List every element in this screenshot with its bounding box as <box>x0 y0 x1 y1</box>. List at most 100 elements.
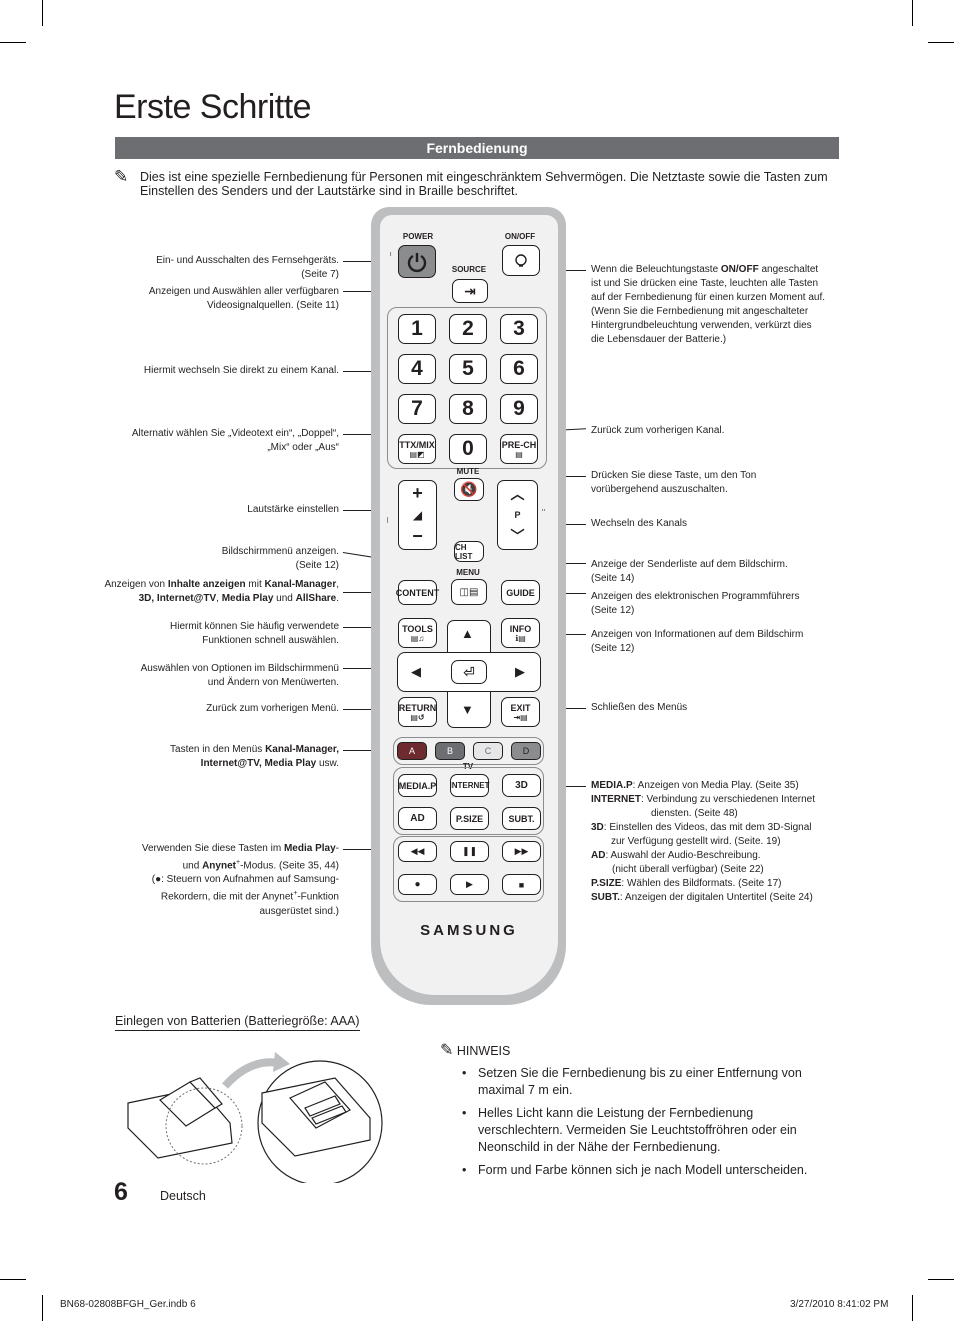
exit-button[interactable]: EXIT⇥▤ <box>501 697 540 727</box>
onoff-button[interactable] <box>502 245 540 276</box>
number-pad-frame <box>387 307 547 469</box>
channel-down-icon: ﹀ <box>510 528 525 544</box>
digit-4-button[interactable]: 4 <box>398 354 436 384</box>
label-content: Anzeigen von Inhalte anzeigen mit Kanal-… <box>104 579 339 604</box>
pause-button[interactable]: ❚❚ <box>450 841 489 862</box>
digit-8-button[interactable]: 8 <box>449 394 487 424</box>
pause-icon: ❚❚ <box>461 846 478 856</box>
channel-rocker[interactable]: ︿ P ﹀ <box>497 480 538 550</box>
digit-7-button[interactable]: 7 <box>398 394 436 424</box>
play-icon: ▶ <box>466 879 473 889</box>
page-language: Deutsch <box>160 1189 206 1203</box>
prech-button[interactable]: PRE-CH▤ <box>500 434 538 464</box>
label-function-keys: MEDIA.P: Anzeigen von Media Play. (Seite… <box>591 780 816 903</box>
record-button[interactable]: ● <box>398 874 437 895</box>
return-button[interactable]: RETURN▤↺ <box>398 697 437 727</box>
dpad-left-button[interactable]: ◀ <box>411 664 421 680</box>
digit-3-button[interactable]: 3 <box>500 314 538 344</box>
menu-icon: ◫▤ <box>459 586 479 598</box>
footer-file: BN68-02808BFGH_Ger.indb 6 <box>60 1299 196 1310</box>
crop-mark <box>912 0 913 26</box>
channel-label: P <box>514 510 521 520</box>
rewind-icon: ◀◀ <box>410 846 425 856</box>
fast-forward-icon: ▶▶ <box>514 846 529 856</box>
braille-dots: ⠃ <box>389 253 395 260</box>
color-key-d[interactable]: D <box>511 742 541 760</box>
source-label: SOURCE <box>451 265 487 274</box>
return-icon: ▤↺ <box>410 712 425 722</box>
internet-button[interactable]: INTERNET <box>450 774 490 797</box>
digit-2-button[interactable]: 2 <box>449 314 487 344</box>
crop-mark <box>912 1295 913 1321</box>
digit-0-button[interactable]: 0 <box>449 434 487 464</box>
label-mute: Drücken Sie diese Taste, um den Ton vorü… <box>591 470 757 495</box>
leader-line <box>343 510 396 511</box>
exit-icon: ⇥▤ <box>513 712 528 722</box>
play-button[interactable]: ▶ <box>450 874 489 895</box>
digit-5-button[interactable]: 5 <box>449 354 487 384</box>
leader-line <box>343 261 398 262</box>
ad-button[interactable]: AD <box>398 807 437 830</box>
label-prech: Zurück zum vorherigen Kanal. <box>591 425 725 436</box>
mute-button[interactable]: 🔇 <box>454 478 484 501</box>
menu-button[interactable]: ◫▤ <box>451 579 487 605</box>
dpad-right-button[interactable]: ▶ <box>515 664 525 680</box>
digit-9-button[interactable]: 9 <box>500 394 538 424</box>
leader-line <box>343 627 398 628</box>
section-bar: Fernbedienung <box>115 137 839 159</box>
color-key-a[interactable]: A <box>397 742 427 760</box>
media-p-button[interactable]: MEDIA.P <box>398 774 437 797</box>
guide-button[interactable]: GUIDE <box>501 580 540 605</box>
3d-button[interactable]: 3D <box>502 774 541 797</box>
digit-1-button[interactable]: 1 <box>398 314 436 344</box>
power-icon <box>407 252 427 272</box>
teletext-icon: ▤◩ <box>409 449 425 459</box>
dpad-up-button[interactable]: ▲ <box>461 626 474 641</box>
rewind-button[interactable]: ◀◀ <box>398 841 437 862</box>
footer-date: 3/27/2010 8:41:02 PM <box>790 1299 889 1310</box>
label-color-buttons: Tasten in den Menüs Kanal-Manager, Inter… <box>170 744 339 769</box>
enter-icon: ⏎ <box>463 663 475 680</box>
menu-label: MENU <box>456 568 480 577</box>
leader-line <box>343 750 393 751</box>
dpad-horizontal <box>397 652 541 692</box>
media-keys-frame <box>393 836 544 902</box>
mute-label: MUTE <box>456 467 480 476</box>
arrow-down-icon: ▼ <box>461 702 474 717</box>
label-return: Zurück zum vorherigen Menü. <box>206 703 339 714</box>
fast-forward-button[interactable]: ▶▶ <box>502 841 541 862</box>
tools-icon: ▤♫ <box>410 633 425 643</box>
color-key-b[interactable]: B <box>435 742 465 760</box>
digit-6-button[interactable]: 6 <box>500 354 538 384</box>
tools-button[interactable]: TOOLS▤♫ <box>398 618 437 648</box>
psize-button[interactable]: P.SIZE <box>450 807 489 830</box>
stop-button[interactable]: ■ <box>502 874 541 895</box>
onoff-label: ON/OFF <box>504 232 536 241</box>
arrow-up-icon: ▲ <box>461 626 474 641</box>
label-guide: Anzeigen des elektronischen Programmführ… <box>591 591 800 616</box>
speaker-mute-icon: 🔇 <box>460 481 478 497</box>
ttx-mix-button[interactable]: TTX/MIX▤◩ <box>398 434 436 464</box>
power-button[interactable] <box>398 245 436 278</box>
content-button[interactable]: CONTENT <box>396 580 439 605</box>
hinweis-heading: ✎ HINWEIS <box>440 1042 511 1059</box>
label-menu: Bildschirmmenü anzeigen. (Seite 12) <box>221 546 339 571</box>
source-button[interactable]: ⇥ <box>452 279 488 303</box>
label-onoff: Wenn die Beleuchtungstaste ON/OFF angesc… <box>591 264 826 345</box>
label-tools: Hiermit können Sie häufig verwendete Fun… <box>170 621 339 646</box>
function-keys-frame <box>393 767 544 835</box>
label-chlist: Anzeige der Senderliste auf dem Bildschi… <box>591 559 788 584</box>
dpad-down-button[interactable]: ▼ <box>461 702 474 717</box>
label-channel: Wechseln des Kanals <box>591 518 687 529</box>
dpad-enter-button[interactable]: ⏎ <box>451 660 487 684</box>
subt-button[interactable]: SUBT. <box>502 807 541 830</box>
record-icon: ● <box>414 879 421 890</box>
volume-level-icon: ◢ <box>412 508 423 522</box>
volume-rocker[interactable]: + ◢ − <box>398 480 437 550</box>
power-label: POWER <box>402 232 434 241</box>
crop-mark <box>928 42 954 43</box>
ch-list-button[interactable]: CH LIST <box>454 541 484 562</box>
color-key-c[interactable]: C <box>473 742 503 760</box>
list-item: Form und Farbe können sich je nach Model… <box>462 1162 832 1179</box>
